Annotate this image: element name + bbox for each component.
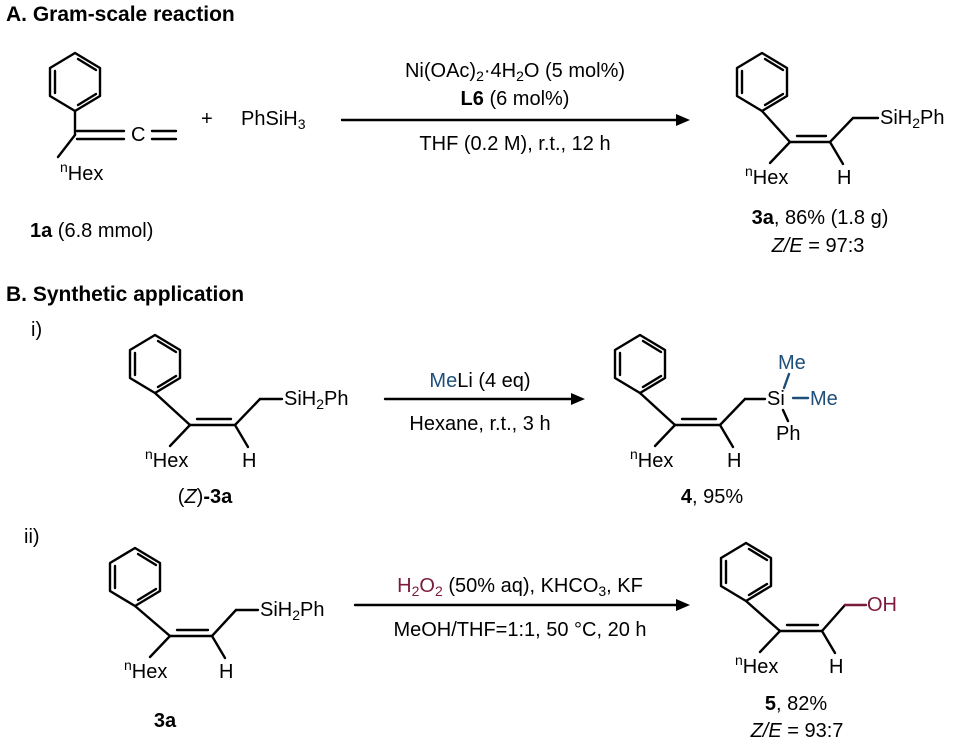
sm-1a-hexyl-label: nHex (60, 159, 104, 185)
phenylsilane-label: PhSiH3 (241, 108, 306, 132)
step-i-label: i) (31, 319, 43, 341)
product-4-h-label: H (727, 450, 742, 472)
product-4-structure (613, 333, 810, 449)
sm-1a-caption: 1a (6.8 mmol) (30, 220, 154, 242)
product-3a-silyl-label: SiH2Ph (880, 107, 945, 131)
catalyst-condition: Ni(OAc)2·4H2O (5 mol%) (404, 60, 626, 84)
ligand-condition: L6 (6 mol%) (460, 88, 570, 110)
product-4-hexyl-label: nHex (630, 446, 674, 472)
product-4-methyl-right: Me (810, 388, 838, 410)
methyllithium-reagent: MeLi (4 eq) (429, 370, 531, 392)
product-4-si-label: Si (767, 388, 785, 410)
sm-b-ii-caption: 3a (153, 710, 177, 732)
sm-1a-allene-carbon: C (131, 124, 146, 146)
sm-b-ii-hexyl-label: nHex (124, 657, 168, 683)
product-3a-caption: 3a, 86% (1.8 g) (751, 207, 889, 229)
product-3a-structure (735, 51, 880, 166)
step-ii-condition: MeOH/THF=1:1, 50 °C, 20 h (393, 619, 647, 641)
sm-b-ii-silyl-label: SiH2Ph (260, 599, 325, 623)
product-4-caption: 4, 95% (680, 486, 744, 508)
product-3a-hexyl-label: nHex (745, 163, 789, 189)
product-3a-h-label: H (837, 167, 852, 189)
sm-b-ii-h-label: H (219, 661, 234, 683)
product-5-structure (719, 541, 868, 655)
step-ii-label: ii) (24, 526, 40, 548)
product-5-caption: 5, 82% (764, 693, 828, 715)
product-4-methyl-top: Me (778, 352, 806, 374)
sm-b-i-silyl-label: SiH2Ph (284, 388, 349, 412)
solvent-condition: THF (0.2 M), r.t., 12 h (419, 133, 611, 155)
product-4-phenyl-label: Ph (776, 423, 801, 445)
section-a-title: A. Gram-scale reaction (6, 3, 235, 26)
sm-b-ii-structure (108, 546, 260, 660)
plus-sign: + (201, 108, 213, 130)
product-3a-ze-ratio: Z/E = 97:3 (771, 235, 865, 257)
product-5-h-label: H (829, 656, 844, 678)
product-5-ze-ratio: Z/E = 93:7 (750, 720, 844, 742)
sm-b-i-h-label: H (242, 450, 257, 472)
oxidation-reagents: H2O2 (50% aq), KHCO3, KF (397, 575, 643, 599)
step-i-condition: Hexane, r.t., 3 h (409, 413, 551, 435)
product-5-hexyl-label: nHex (735, 652, 779, 678)
sm-b-i-hexyl-label: nHex (145, 446, 189, 472)
sm-b-i-caption: (Z)-3a (177, 486, 233, 508)
section-b-title: B. Synthetic application (6, 283, 245, 306)
product-5-hydroxyl-label: OH (867, 594, 897, 616)
sm-b-i-structure (128, 333, 284, 449)
allene-1a-structure (48, 51, 178, 159)
